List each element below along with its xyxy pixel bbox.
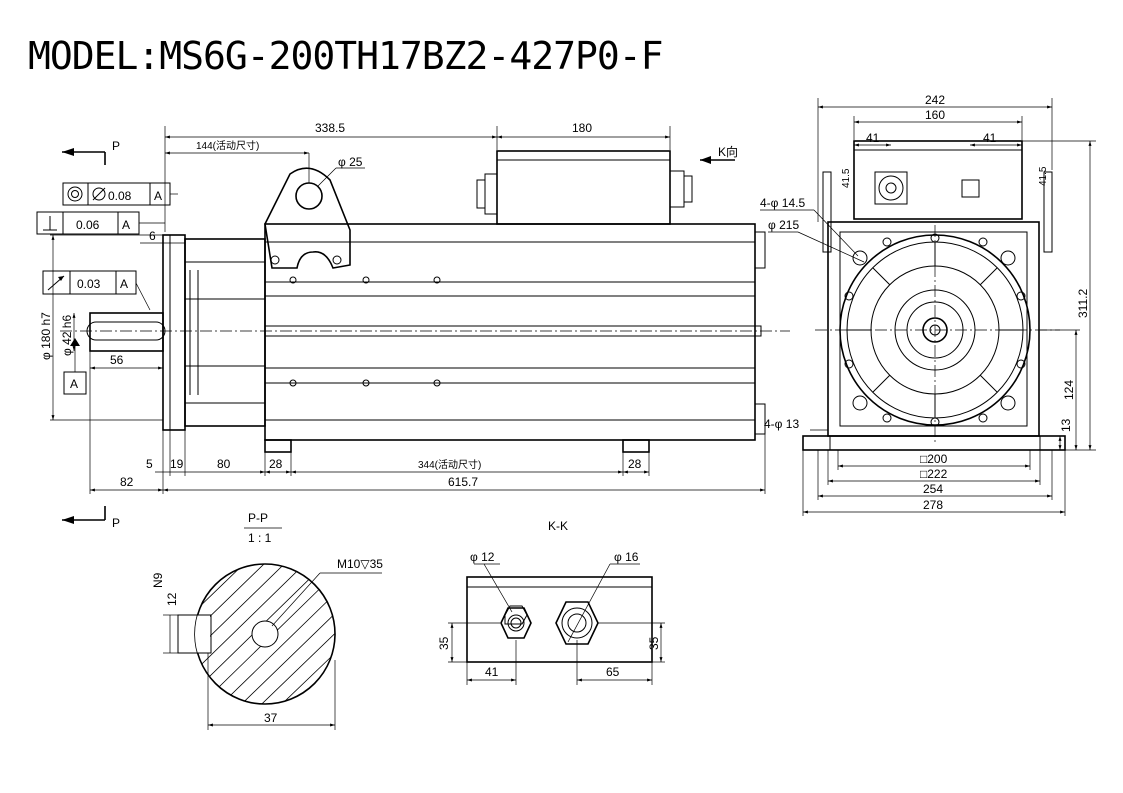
k-arrow-label: K向 bbox=[718, 144, 738, 159]
dim-82: 82 bbox=[120, 475, 134, 489]
dim-shaft-dia: φ 42 h6 bbox=[60, 315, 74, 356]
dim-278: 278 bbox=[923, 498, 943, 512]
perpendicularity-value: 0.06 bbox=[76, 218, 100, 232]
dim-338-5: 338.5 bbox=[315, 121, 345, 135]
dim-6: 6 bbox=[149, 229, 156, 243]
runout-datum: A bbox=[120, 277, 128, 291]
pp-thread: M10▽35 bbox=[337, 557, 383, 571]
dim-28-front: 28 bbox=[269, 457, 283, 471]
dim-41-left: 41 bbox=[866, 131, 880, 145]
front-junction-box bbox=[853, 140, 1023, 220]
dim-144: 144(活动尺寸) bbox=[196, 139, 259, 152]
lifting-eye bbox=[264, 167, 351, 269]
dim-13: 13 bbox=[1059, 418, 1073, 432]
flange bbox=[162, 234, 266, 431]
section-arrow-bottom: P bbox=[62, 506, 120, 530]
junction-box bbox=[476, 150, 693, 225]
tolerance-perpendicularity: 0.06 A bbox=[36, 211, 165, 235]
dim-41-5-right: 41.5 bbox=[1038, 166, 1049, 186]
section-label-p-top: P bbox=[112, 139, 120, 153]
section-label-p-bottom: P bbox=[112, 516, 120, 530]
perpendicularity-datum: A bbox=[122, 218, 130, 232]
dim-flange-dia: φ 180 h7 bbox=[39, 312, 53, 360]
dim-124: 124 bbox=[1062, 380, 1076, 400]
foot-front bbox=[264, 439, 292, 453]
kk-65: 65 bbox=[606, 665, 620, 679]
dim-615-7: 615.7 bbox=[448, 475, 478, 489]
dim-41-5-left: 41.5 bbox=[841, 168, 852, 188]
dim-dia-215: φ 215 bbox=[768, 218, 799, 232]
dim-41-right: 41 bbox=[983, 131, 997, 145]
kk-dia-16: φ 16 bbox=[614, 550, 639, 564]
pp-37: 37 bbox=[264, 711, 278, 725]
pp-n9: N9 bbox=[151, 572, 165, 588]
section-pp-scale: 1 : 1 bbox=[248, 531, 272, 545]
foot-rear bbox=[622, 439, 650, 453]
dim-180: 180 bbox=[572, 121, 592, 135]
dim-160: 160 bbox=[925, 108, 945, 122]
coaxiality-value: 0.08 bbox=[108, 189, 132, 203]
tolerance-runout: 0.03 A bbox=[42, 270, 151, 311]
dim-254: 254 bbox=[923, 482, 943, 496]
dim-4-holes-13: 4-φ 13 bbox=[764, 417, 799, 431]
dim-5: 5 bbox=[146, 457, 153, 471]
dim-sq-200: □200 bbox=[920, 452, 948, 466]
pp-12: 12 bbox=[165, 592, 179, 606]
dim-80: 80 bbox=[217, 457, 231, 471]
kk-41: 41 bbox=[485, 665, 499, 679]
side-view: P P 0.08 A 0.06 A bbox=[36, 121, 790, 530]
dim-28-rear: 28 bbox=[628, 457, 642, 471]
tolerance-coaxiality: 0.08 A bbox=[62, 182, 178, 206]
coaxiality-datum: A bbox=[154, 189, 162, 203]
dim-344: 344(活动尺寸) bbox=[418, 458, 481, 471]
front-base bbox=[802, 435, 1066, 451]
dim-242: 242 bbox=[925, 93, 945, 107]
kk-dia-12: φ 12 bbox=[470, 550, 495, 564]
front-view: 242 160 41 41 41.5 41.5 4-φ 14.5 φ 215 4… bbox=[760, 93, 1096, 516]
shaft bbox=[86, 312, 166, 352]
dim-4-holes-14-5: 4-φ 14.5 bbox=[760, 196, 805, 210]
dim-56: 56 bbox=[110, 353, 124, 367]
kk-35-left: 35 bbox=[437, 636, 451, 650]
motor-body bbox=[264, 223, 766, 441]
section-arrow-top: P bbox=[62, 139, 120, 165]
connector-small bbox=[961, 179, 980, 198]
pp-hatch bbox=[195, 564, 335, 704]
section-kk-title: K-K bbox=[548, 519, 568, 533]
section-p-p: P-P 1 : 1 M10▽35 bbox=[151, 511, 383, 730]
dim-dia-25: φ 25 bbox=[338, 155, 363, 169]
runout-value: 0.03 bbox=[77, 277, 101, 291]
kk-35-right: 35 bbox=[647, 636, 661, 650]
dim-311-2: 311.2 bbox=[1076, 289, 1090, 318]
front-housing bbox=[827, 221, 1040, 437]
model-title: MODEL:MS6G-200TH17BZ2-427P0-F bbox=[28, 34, 663, 78]
connector-socket bbox=[874, 171, 908, 205]
dim-19: 19 bbox=[170, 457, 184, 471]
dim-sq-222: □222 bbox=[920, 467, 948, 481]
section-pp-title: P-P bbox=[248, 511, 268, 525]
section-k-k: K-K φ 12 φ 16 35 35 41 65 bbox=[437, 519, 665, 685]
datum-a-label: A bbox=[70, 377, 78, 391]
